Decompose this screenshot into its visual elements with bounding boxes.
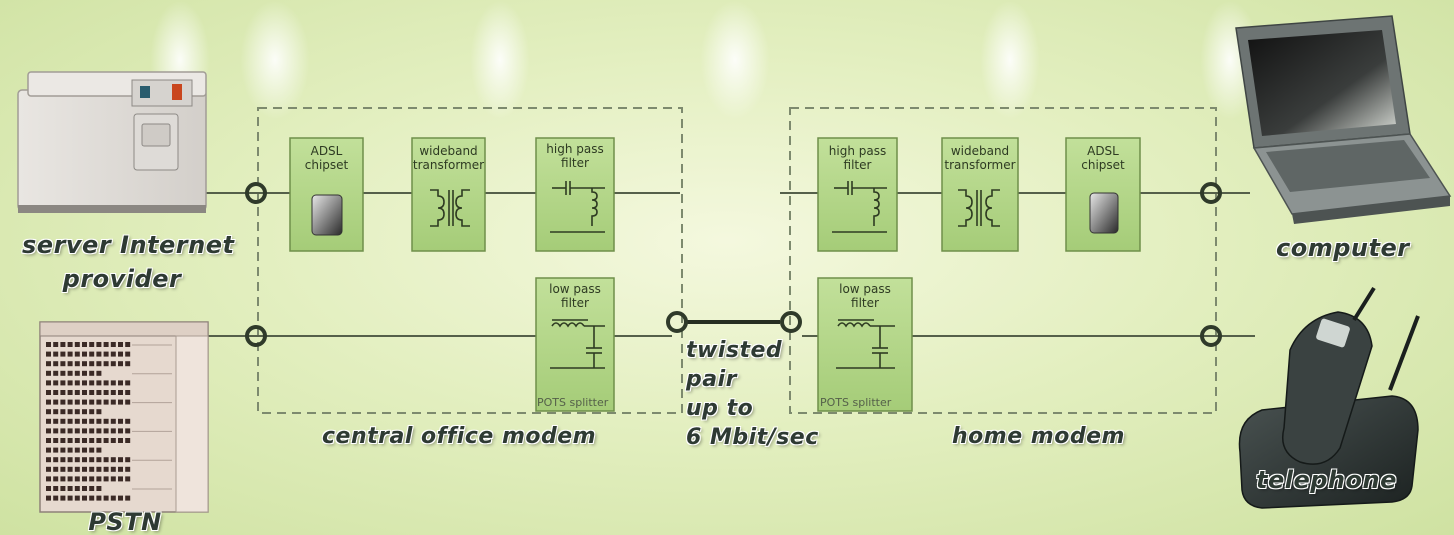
telephone-label: telephone [1256,466,1397,494]
twisted-pair-label: twisted pair up to 6 Mbit/sec [686,338,819,450]
high-pass-filter-icon [832,181,887,233]
home-pots-splitter-text: POTS splitter [820,396,892,409]
server-icon [17,71,207,213]
pstn-label: PSTN [88,508,162,535]
background-glow [240,0,310,120]
computer-label: computer [1276,234,1410,262]
telephone-icon [1238,286,1420,509]
background-glow [980,0,1040,120]
home-low-pass-filter-box [817,277,913,412]
node [245,325,267,347]
central-office-modem-label: central office modem [322,424,597,449]
transformer-icon [958,189,1000,227]
node [245,182,267,204]
home-wideband-transformer-box [941,137,1019,252]
laptop-icon [1235,15,1452,224]
high-pass-filter-icon [550,181,605,233]
background-glow [470,0,530,120]
low-pass-filter-icon [836,319,895,369]
pstn-switch-icon [39,321,209,513]
low-pass-filter-icon [550,319,605,369]
node [780,311,802,333]
node [666,311,688,333]
home-modem-label: home modem [952,424,1125,449]
co-pots-splitter-text: POTS splitter [537,396,609,409]
home-modem-enclosure [789,107,1217,414]
co-adsl-chipset-text: ADSL chipset [304,144,349,172]
background-glow [700,0,770,120]
node [1200,182,1222,204]
chip-icon [311,194,343,236]
co-low-pass-filter-box [535,277,615,412]
co-low-pass-filter-text: low pass filter [549,282,601,310]
central-office-enclosure [257,107,683,414]
co-high-pass-filter-text: high pass filter [546,142,604,170]
home-low-pass-filter-text: low pass filter [839,282,891,310]
home-high-pass-filter-text: high pass filter [828,144,887,172]
transformer-icon [430,189,470,227]
chip-icon [1089,192,1119,234]
node [1200,325,1222,347]
server-label: server Internet provider [22,231,235,293]
home-wideband-transformer-text: wideband transformer [944,144,1016,172]
co-wideband-transformer-text: wideband transformer [412,144,485,172]
home-adsl-chipset-text: ADSL chipset [1081,144,1125,172]
